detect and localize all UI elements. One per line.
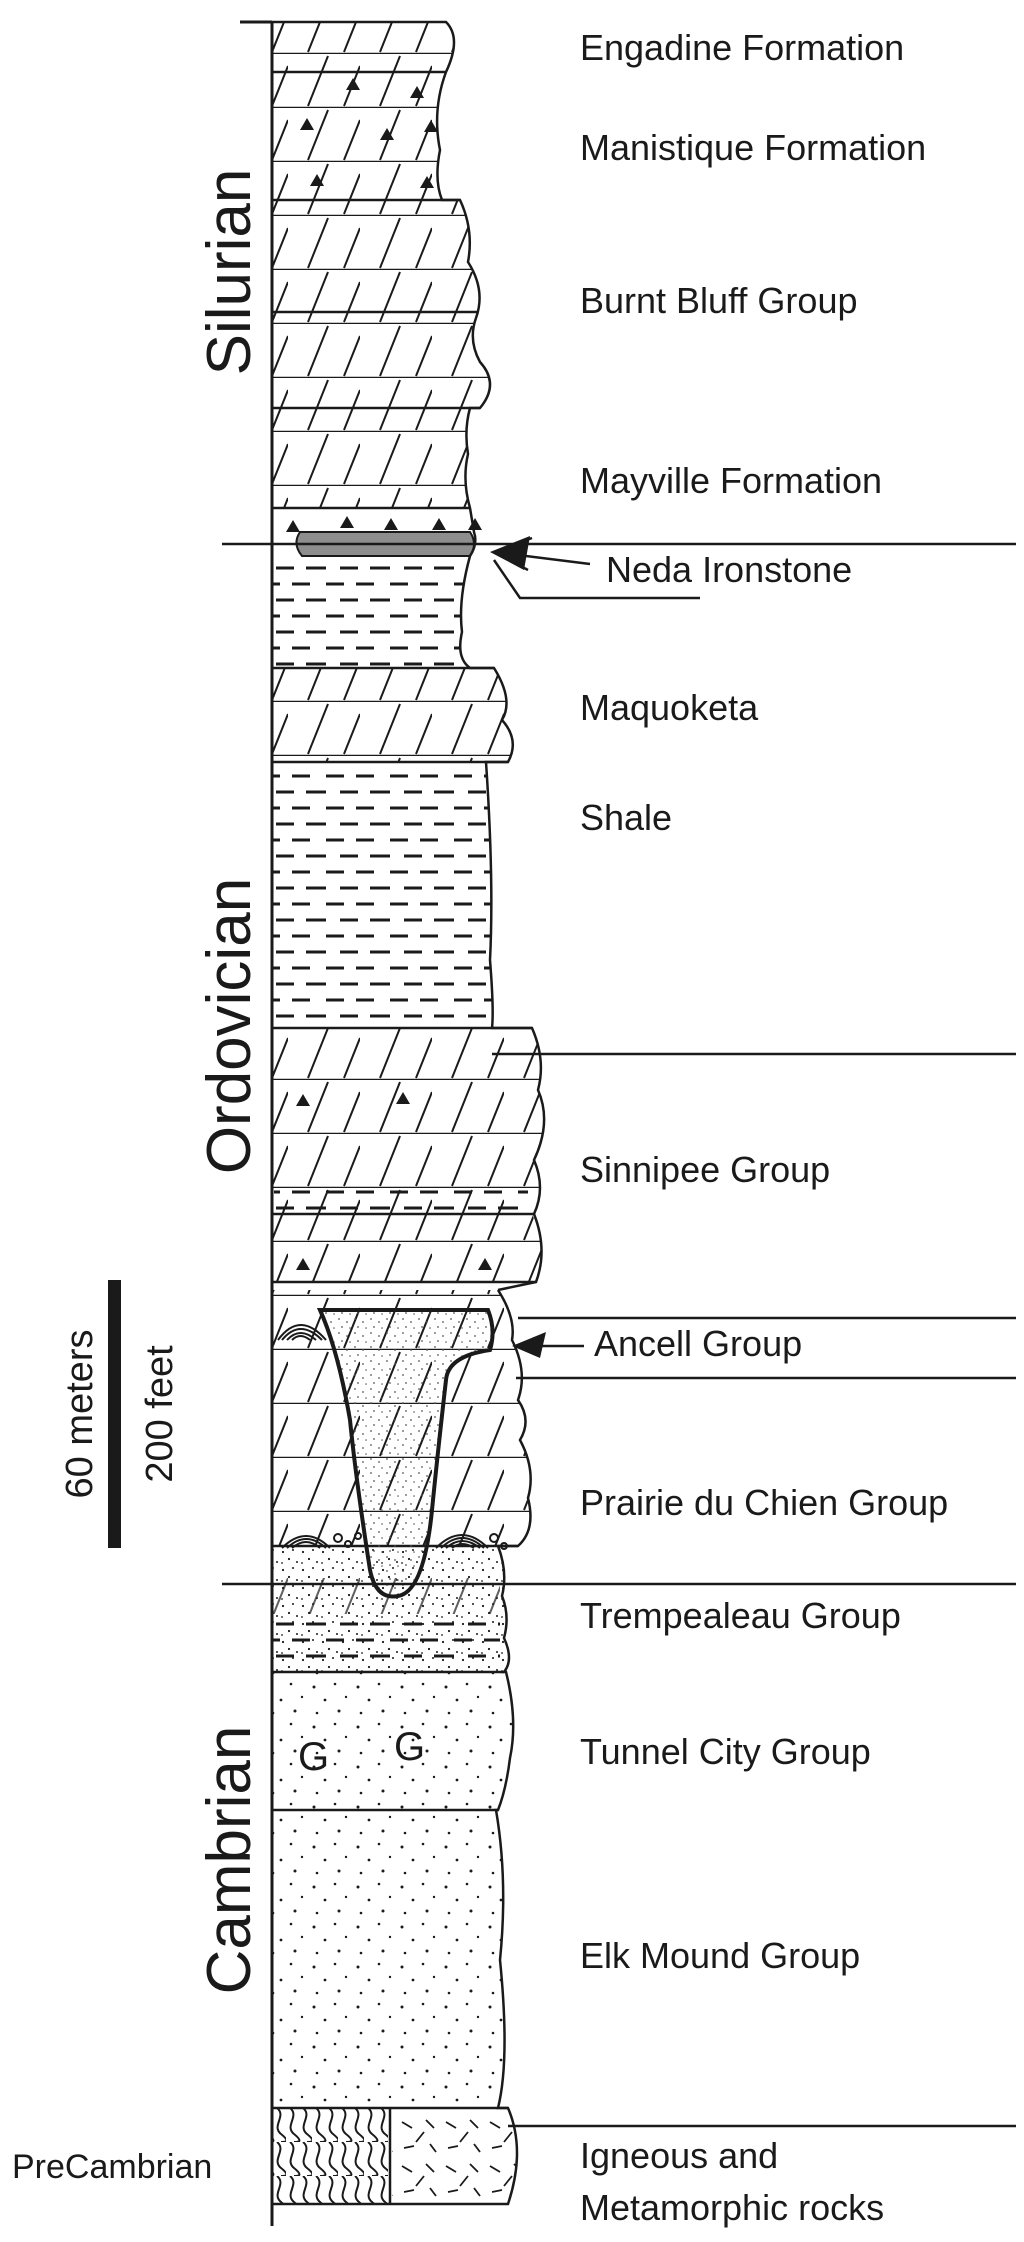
period-label-silurian: Silurian xyxy=(195,169,264,376)
label-neda-ironstone: Neda Ironstone xyxy=(606,549,852,590)
scale-metric-label: 60 meters xyxy=(59,1330,101,1499)
unit-sinnipee-upper-fill xyxy=(272,1214,542,1282)
label-manistique: Manistique Formation xyxy=(580,127,926,168)
oolite-symbols xyxy=(333,1532,508,1550)
label-trempealeau: Trempealeau Group xyxy=(580,1595,901,1636)
scale-imperial-label: 200 feet xyxy=(139,1345,181,1483)
label-elk-mound: Elk Mound Group xyxy=(580,1935,860,1976)
label-mayville: Mayville Formation xyxy=(580,460,882,501)
unit-mayville-fill xyxy=(272,408,470,508)
label-burnt-bluff: Burnt Bluff Group xyxy=(580,280,858,321)
period-label-precambrian: PreCambrian xyxy=(12,2148,212,2186)
unit-engadine-fill xyxy=(272,22,454,72)
period-label-cambrian: Cambrian xyxy=(195,1726,264,1995)
unit-tunnel-city-fill xyxy=(272,1672,514,1810)
period-boundary-lines xyxy=(222,542,1016,2128)
label-tunnel-city: Tunnel City Group xyxy=(580,1731,871,1772)
glauconite-marker: G xyxy=(394,1725,425,1769)
unit-manistique-fill xyxy=(272,72,446,200)
label-prairie-du-chien: Prairie du Chien Group xyxy=(580,1482,948,1523)
unit-sinnipee-fill xyxy=(272,1028,545,1214)
ancell-pointer xyxy=(512,1332,584,1358)
period-label-ordovician: Ordovician xyxy=(195,878,264,1174)
label-igneous: Igneous and xyxy=(580,2135,778,2176)
unit-elk-mound-fill xyxy=(272,1810,505,2108)
unit-sinnipee-shale-fill xyxy=(274,1186,528,1212)
chert-nodule-symbols xyxy=(286,78,492,1270)
label-metamorphic: Metamorphic rocks xyxy=(580,2187,884,2228)
unit-trempealeau-shale-fill xyxy=(272,1618,500,1664)
scale-bar xyxy=(108,1280,121,1548)
unit-maquoketa-shale-fill xyxy=(272,556,470,668)
stromatolite-symbols xyxy=(277,1324,489,1549)
label-engadine: Engadine Formation xyxy=(580,27,904,68)
glauconite-marker: G xyxy=(298,1735,329,1779)
unit-igneous-fill xyxy=(392,2108,517,2204)
unit-metamorphic-fill xyxy=(272,2108,388,2204)
unit-burnt-bluff-fill xyxy=(272,200,490,408)
label-shale: Shale xyxy=(580,797,672,838)
unit-labels: Engadine Formation Manistique Formation … xyxy=(580,27,948,2228)
column-bed-contacts xyxy=(272,20,546,2206)
unit-maquoketa-dolomite-fill xyxy=(272,668,513,762)
label-sinnipee: Sinnipee Group xyxy=(580,1149,830,1190)
label-ancell: Ancell Group xyxy=(594,1323,802,1364)
unit-shale-fill xyxy=(272,762,493,1028)
neda-arrowhead xyxy=(490,536,530,570)
label-maquoketa: Maquoketa xyxy=(580,687,759,728)
